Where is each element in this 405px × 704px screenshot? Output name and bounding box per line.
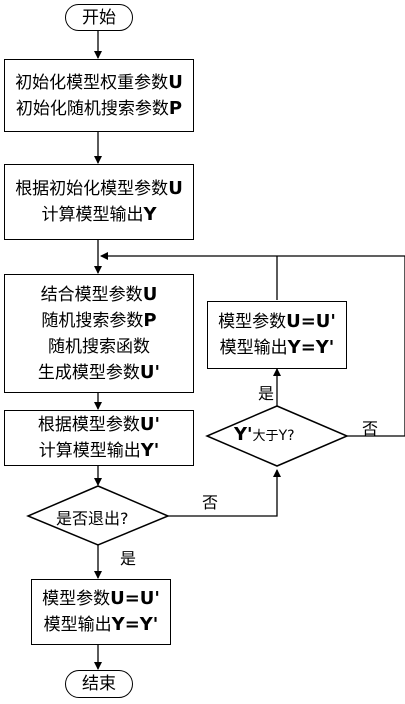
compute1-line-1: 根据初始化模型参数U: [15, 178, 183, 199]
compute2-line-2: 计算模型输出Y': [38, 440, 160, 461]
compare-left-term: Y': [234, 424, 253, 445]
generate-params-box: 结合模型参数U 随机搜索参数P 随机搜索函数 生成模型参数U': [4, 274, 194, 393]
compute2-line-1: 根据模型参数U': [37, 414, 161, 435]
exit-decision-label: 是否退出?: [56, 509, 129, 528]
compare-operator: 大于: [252, 429, 279, 444]
compare-right-term: Y?: [278, 428, 295, 444]
compare-decision-label: Y'大于Y?: [234, 424, 295, 445]
generate-line-3: 随机搜索函数: [48, 336, 150, 357]
exit-no-label: 否: [202, 493, 219, 512]
exit-yes-label: 是: [120, 549, 137, 568]
final-update-box: 模型参数U=U' 模型输出Y=Y': [31, 579, 171, 645]
arrow-compare-no-to-loop: [347, 256, 405, 437]
start-label: 开始: [82, 7, 116, 28]
compare-decision-diamond: [205, 405, 349, 467]
generate-line-1: 结合模型参数U: [40, 283, 158, 305]
end-terminal: 结束: [65, 670, 133, 698]
compare-no-label: 否: [362, 419, 379, 438]
generate-line-2: 随机搜索参数P: [41, 309, 157, 331]
final-line-1: 模型参数U=U': [42, 588, 160, 609]
exit-decision-diamond: [26, 485, 170, 546]
compute-new-output-box: 根据模型参数U' 计算模型输出Y': [4, 410, 194, 466]
init-process-box: 初始化模型权重参数U 初始化随机搜索参数P: [4, 59, 194, 132]
compute-output-box: 根据初始化模型参数U 计算模型输出Y: [4, 164, 194, 240]
init-line-2: 初始化随机搜索参数P: [15, 97, 183, 119]
update-right-line-2: 模型输出Y=Y': [219, 337, 335, 358]
start-terminal: 开始: [65, 4, 133, 31]
generate-line-4: 生成模型参数U': [37, 361, 161, 383]
compute1-line-2: 计算模型输出Y: [41, 204, 157, 225]
end-label: 结束: [82, 674, 116, 694]
update-params-box: 模型参数U=U' 模型输出Y=Y': [207, 301, 347, 369]
final-line-2: 模型输出Y=Y': [43, 614, 159, 635]
init-line-1: 初始化模型权重参数U: [15, 71, 183, 93]
arrow-exit-no-to-compare: [168, 469, 281, 517]
compare-yes-label: 是: [258, 384, 275, 403]
update-right-line-1: 模型参数U=U': [218, 311, 336, 332]
